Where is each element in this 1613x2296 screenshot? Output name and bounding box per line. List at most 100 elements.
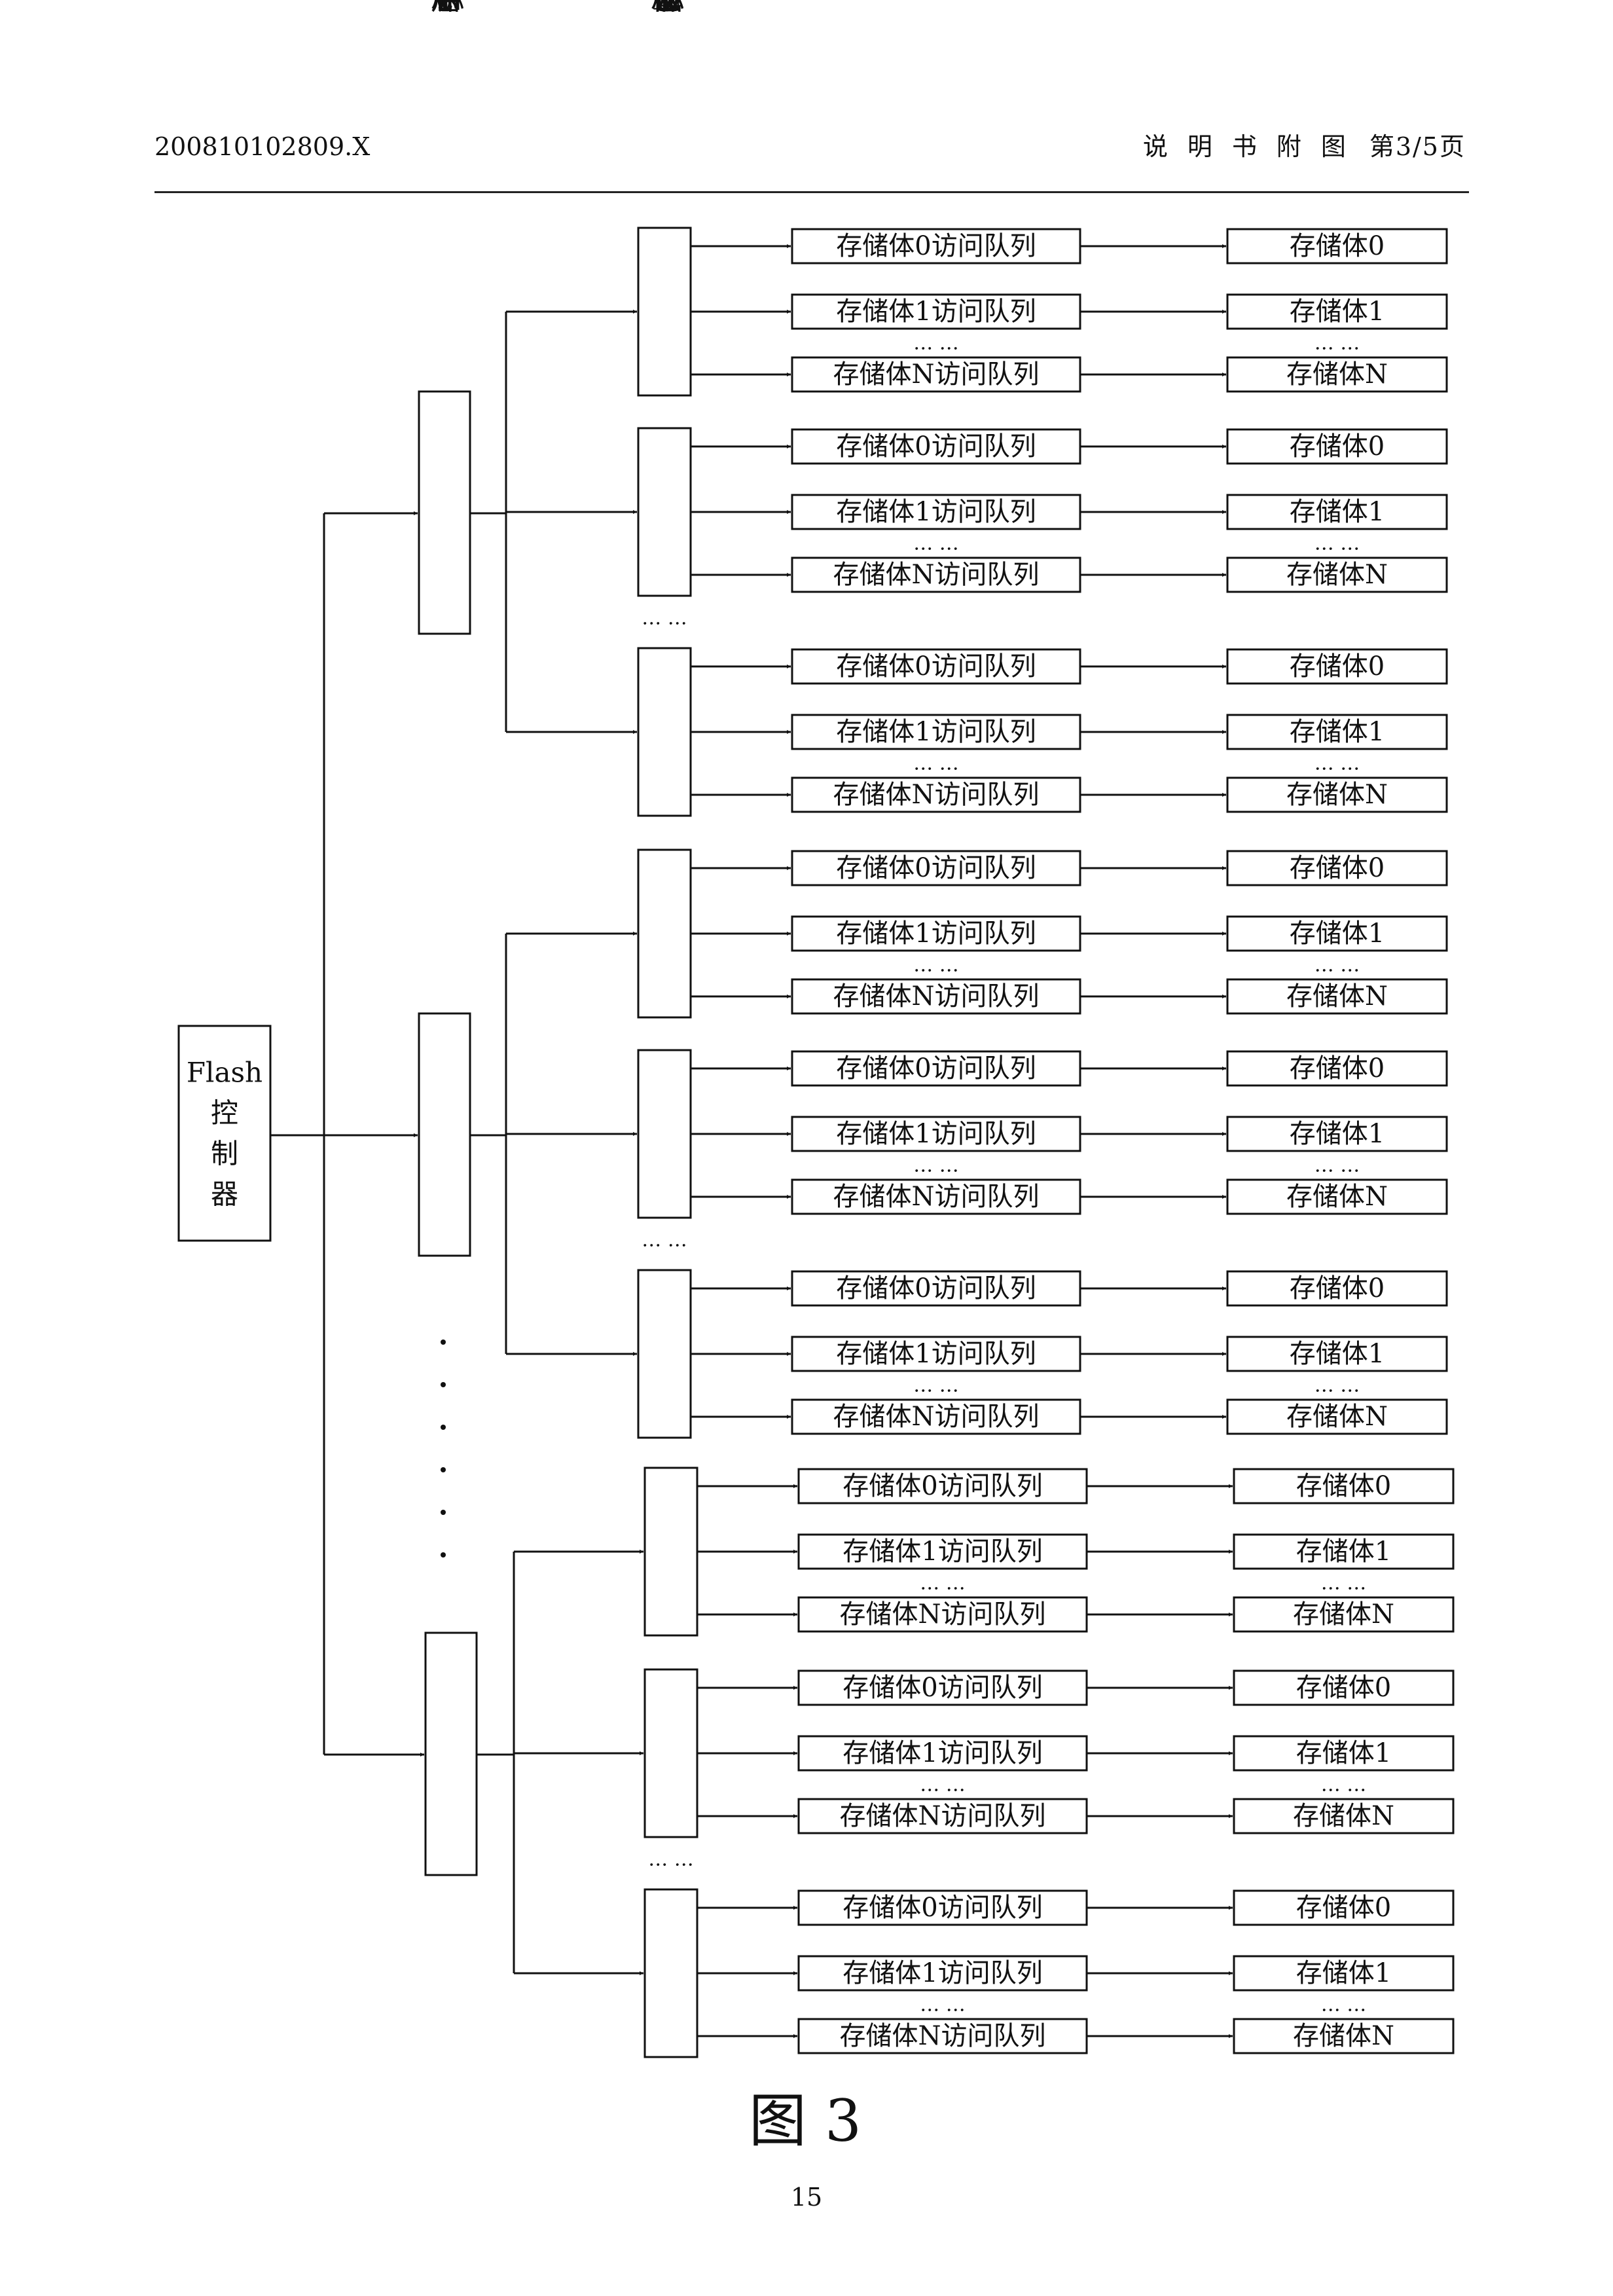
bank-ellipsis: … … [1314, 532, 1360, 555]
bank-ellipsis: … … [1314, 332, 1360, 355]
bank-label: 存储体N [1293, 1599, 1394, 1630]
bank-label: 存储体N [1286, 780, 1388, 810]
bank-box [1226, 648, 1448, 685]
queue-label: 存储体1访问队列 [836, 717, 1036, 747]
bank-label: 存储体1 [1296, 1537, 1391, 1567]
queue-label: 存储体0访问队列 [836, 1273, 1036, 1303]
queue-label: 存储体1访问队列 [836, 1119, 1036, 1149]
die-box [637, 848, 692, 1019]
58-char: 片 [431, 0, 458, 16]
bank-box [1226, 1178, 1448, 1215]
queue-ellipsis: … … [920, 1994, 966, 2016]
58-char: 芯 [657, 0, 685, 16]
58-char: 管 [651, 0, 678, 16]
queue-label: 存储体N访问队列 [833, 780, 1040, 810]
58-char: 管 [651, 0, 678, 16]
bank-label: 存储体0 [1296, 1893, 1391, 1923]
bank-box [1226, 428, 1448, 465]
bank-label: 存储体N [1286, 359, 1388, 390]
bank-box [1233, 2018, 1455, 2054]
queue-box [791, 714, 1081, 750]
vertical-ellipsis-dot [441, 1425, 446, 1430]
queue-label: 存储体1访问队列 [836, 1339, 1036, 1369]
die-ellipsis: … … [642, 1229, 687, 1252]
flash-controller-label: Flash [187, 1057, 263, 1089]
queue-label: 存储体1访问队列 [836, 497, 1036, 527]
58-char: 1 [656, 0, 674, 16]
die-ellipsis: … … [648, 1848, 694, 1871]
bank-label: 存储体1 [1290, 717, 1385, 747]
58-char: 0 [656, 0, 674, 16]
queue-box [797, 1669, 1088, 1706]
58-char: 1 [662, 0, 680, 16]
bank-box [1233, 1735, 1455, 1772]
page-number: 15 [790, 2183, 823, 2212]
queue-label: 存储体1访问队列 [836, 297, 1036, 327]
figure-caption: 图 3 [749, 2087, 861, 2155]
queue-label: 存储体0访问队列 [836, 431, 1036, 462]
queue-label: 存储体0访问队列 [836, 231, 1036, 261]
bank-label: 存储体0 [1290, 1273, 1385, 1303]
bank-box [1226, 776, 1448, 813]
bank-ellipsis: … … [1314, 954, 1360, 977]
bank-label: 存储体N [1293, 2021, 1394, 2051]
58-char: 芯 [651, 0, 678, 16]
die-box [637, 1269, 692, 1439]
bank-label: 存储体N [1286, 1402, 1388, 1432]
queue-ellipsis: … … [913, 752, 959, 775]
queue-label: 存储体1访问队列 [843, 1738, 1042, 1768]
bank-box [1226, 850, 1448, 886]
bank-box [1233, 1533, 1455, 1570]
header-rule [154, 191, 1469, 193]
queue-box [797, 1889, 1088, 1926]
die-box [643, 1668, 698, 1838]
bank-label: 存储体1 [1290, 919, 1385, 949]
flash-controller-label: 控 [211, 1097, 238, 1129]
bank-box [1226, 1336, 1448, 1372]
58-char: 芯 [651, 0, 678, 16]
queue-label: 存储体N访问队列 [840, 2021, 1046, 2051]
bank-box [1226, 293, 1448, 330]
bank-label: 存储体N [1286, 1182, 1388, 1212]
queue-ellipsis: … … [913, 1154, 959, 1177]
bank-box [1233, 1889, 1455, 1926]
queue-box [791, 1116, 1081, 1152]
vertical-ellipsis-dot [441, 1510, 446, 1515]
bank-box [1226, 1398, 1448, 1435]
bank-ellipsis: … … [1321, 1994, 1367, 2016]
58-char: N [659, 0, 683, 16]
bank-box [1226, 1116, 1448, 1152]
bank-box [1226, 356, 1448, 393]
58-char: 芯 [437, 0, 465, 16]
58-char: 管 [651, 0, 678, 16]
queue-box [797, 1798, 1088, 1834]
58-char: 芯 [651, 0, 678, 16]
bank-label: 存储体0 [1296, 1471, 1391, 1501]
58-char: 芯 [431, 0, 458, 16]
58-char: 1 [436, 0, 454, 16]
queue-ellipsis: … … [920, 1572, 966, 1595]
queue-label: 存储体N访问队列 [833, 1402, 1040, 1432]
queue-label: 存储体N访问队列 [833, 1182, 1040, 1212]
58-char: 芯 [651, 0, 678, 16]
queue-ellipsis: … … [920, 1774, 966, 1796]
flash-controller-label: 器 [211, 1178, 238, 1211]
queue-box [791, 978, 1081, 1015]
header-right: 说明书附图第3/5页 [1143, 131, 1466, 162]
58-char: 片 [437, 0, 465, 16]
flash-controller-box [177, 1025, 272, 1242]
bank-box [1226, 1270, 1448, 1307]
bank-label: 存储体N [1293, 1801, 1394, 1831]
queue-box [791, 556, 1081, 593]
58-char: 管 [651, 0, 678, 16]
bank-box [1226, 714, 1448, 750]
58-char: 管 [651, 0, 678, 16]
58-char: 芯 [431, 0, 458, 16]
queue-box [791, 1178, 1081, 1215]
bank-ellipsis: … … [1314, 752, 1360, 775]
queue-box [791, 1336, 1081, 1372]
chip-box [418, 390, 471, 635]
die-box [637, 1049, 692, 1219]
bank-label: 存储体0 [1290, 431, 1385, 462]
